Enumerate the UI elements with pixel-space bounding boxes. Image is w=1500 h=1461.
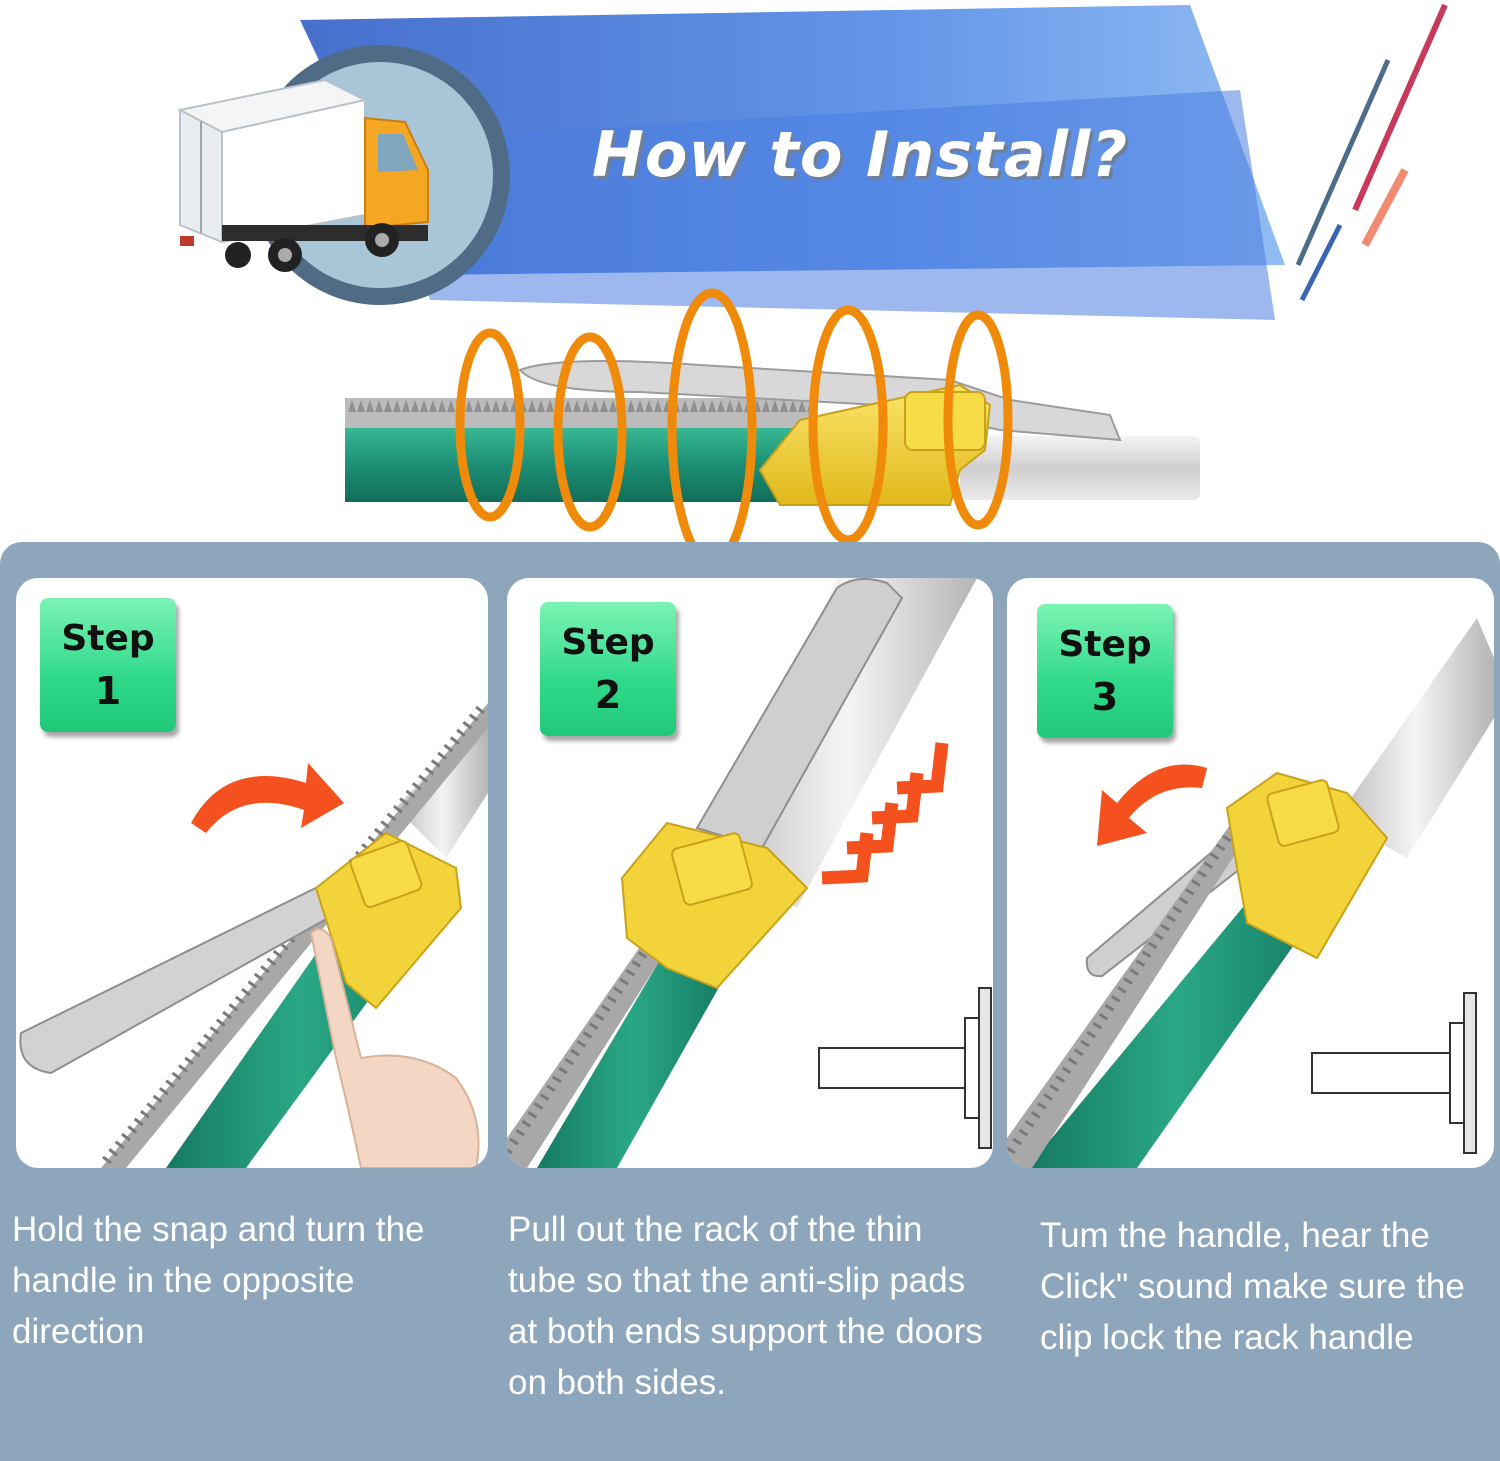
wall-pad-icon xyxy=(1311,992,1477,1154)
step-2-word: Step xyxy=(561,622,655,663)
page-title: How to Install? xyxy=(591,118,1129,191)
step-3-caption: Tum the handle, hear the Click" sound ma… xyxy=(1040,1216,1465,1357)
turn-arrow-icon xyxy=(1097,764,1207,846)
title-banner xyxy=(300,5,1285,320)
step-2-caption: Pull out the rack of the thin tube so th… xyxy=(508,1210,983,1402)
step-3-panel xyxy=(1007,578,1494,1168)
turn-arrow-icon xyxy=(191,763,344,833)
decorative-stripes xyxy=(1295,3,1448,302)
step-1-number: 1 xyxy=(94,669,122,713)
step-1-panel xyxy=(16,578,488,1168)
step-2-badge: Step 2 xyxy=(540,602,676,736)
step-2-number: 2 xyxy=(594,673,622,717)
push-chevrons-icon xyxy=(821,742,949,885)
step-3-badge: Step 3 xyxy=(1037,604,1173,738)
step-1-word: Step xyxy=(61,618,155,659)
step-2-illustration xyxy=(507,578,992,1168)
step-1-badge: Step 1 xyxy=(40,598,176,732)
step-1-caption: Hold the snap and turn the handle in the… xyxy=(12,1210,425,1351)
wall-pad-icon xyxy=(818,987,992,1149)
product-bar xyxy=(345,360,1200,506)
step-1-illustration xyxy=(19,703,488,1168)
rotation-rings-icon xyxy=(455,288,1013,560)
step-3-illustration xyxy=(1007,618,1494,1168)
step-3-number: 3 xyxy=(1091,675,1119,719)
step-2-panel xyxy=(507,578,993,1168)
step-3-word: Step xyxy=(1058,624,1152,665)
truck-icon xyxy=(177,78,429,272)
hero-illustration xyxy=(177,3,1448,560)
